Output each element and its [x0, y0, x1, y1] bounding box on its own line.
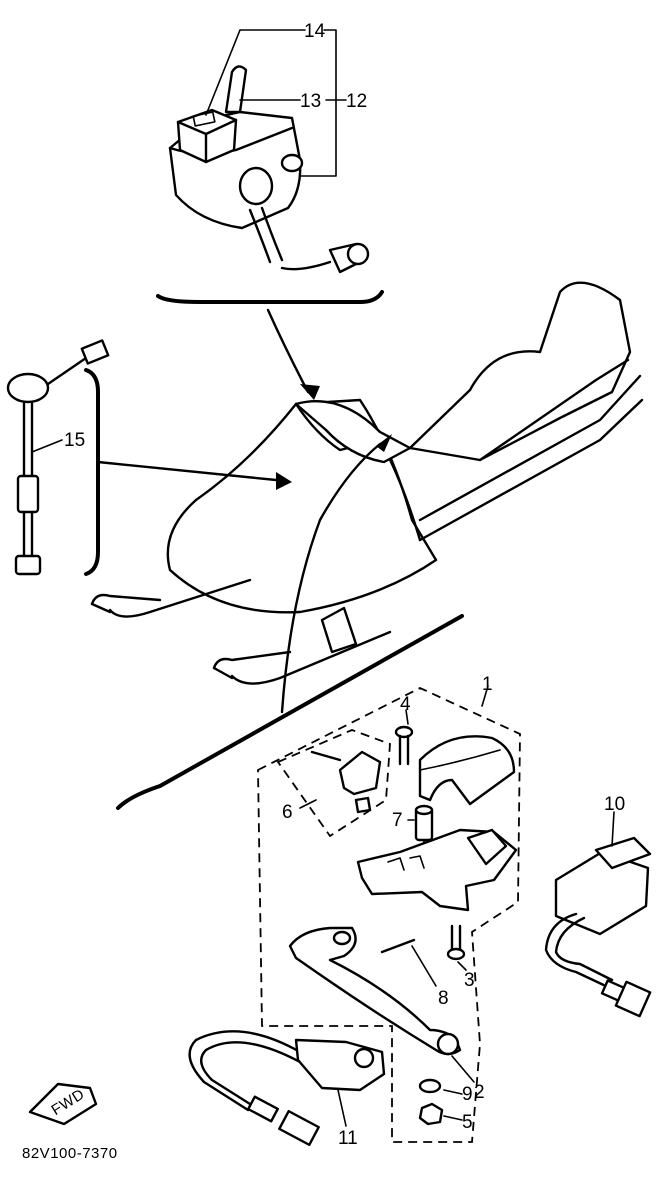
sensor-assembly-15 — [6, 339, 110, 576]
callout-10: 10 — [604, 794, 625, 815]
callout-12: 12 — [346, 91, 367, 112]
callout-9: 9 — [462, 1084, 473, 1105]
group-outline-6 — [276, 729, 391, 838]
group-bracket-top — [156, 290, 384, 304]
screw-4 — [394, 725, 414, 766]
pin-8 — [380, 938, 416, 954]
screw-3 — [446, 924, 466, 961]
brake-lever-2 — [288, 926, 462, 1056]
callout-6: 6 — [282, 802, 293, 823]
ground-line — [116, 614, 464, 810]
top-leader-cable — [266, 308, 310, 394]
callout-2: 2 — [474, 1082, 485, 1103]
group-bracket-left — [84, 368, 100, 576]
washer-9 — [418, 1078, 442, 1094]
callout-1: 1 — [482, 674, 493, 695]
callout-7: 7 — [392, 810, 403, 831]
connector-10 — [544, 836, 652, 1018]
part-6-block — [310, 750, 382, 814]
sensor-leader — [96, 460, 278, 482]
fwd-arrow-icon: FWD — [28, 1082, 98, 1126]
clamp-cover — [418, 735, 516, 806]
brake-switch-11 — [188, 1030, 386, 1147]
callout-11: 11 — [338, 1128, 358, 1149]
callout-15: 15 — [64, 430, 85, 451]
callout-3: 3 — [464, 970, 475, 991]
throttle-housing-assembly — [168, 65, 370, 274]
group-outline-1 — [257, 687, 521, 1143]
nut-5 — [418, 1102, 444, 1126]
callout-leaders-top — [205, 29, 347, 177]
callout-4: 4 — [400, 694, 411, 715]
callout-5: 5 — [462, 1112, 473, 1133]
callout-14: 14 — [304, 21, 326, 42]
throttle-cable — [280, 442, 382, 714]
callout-8: 8 — [438, 988, 449, 1009]
callout-13: 13 — [300, 91, 321, 112]
snowmobile-body — [90, 281, 644, 685]
diagram-code: 82V100-7370 — [22, 1145, 118, 1162]
